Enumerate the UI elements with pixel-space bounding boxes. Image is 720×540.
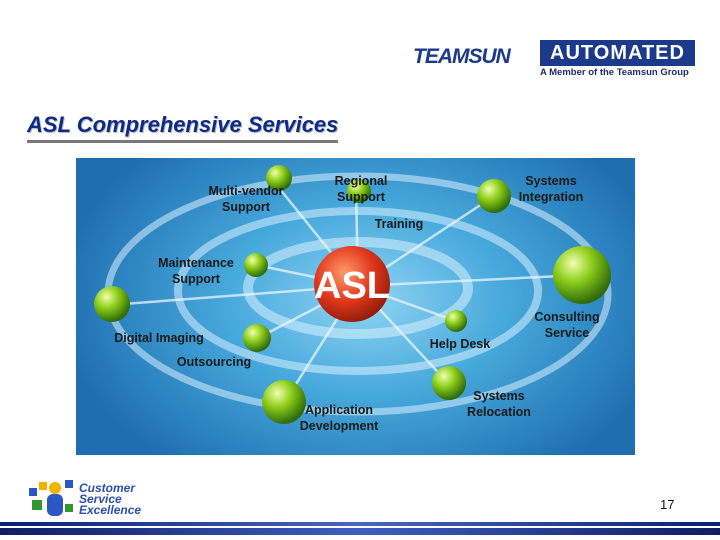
node-sphere [477, 179, 511, 213]
logo-square [65, 504, 73, 512]
footer-bar [0, 528, 720, 535]
logo-tagline: A Member of the Teamsun Group [540, 67, 689, 78]
logo-square [32, 500, 42, 510]
person-icon [47, 494, 63, 516]
node-label-digital-imaging: Digital Imaging [114, 331, 204, 345]
page-number: 17 [660, 497, 675, 512]
node-sphere [553, 246, 611, 304]
asl-center-label: ASL [314, 265, 390, 307]
orbit-graphic: ASL [94, 165, 612, 424]
logo-square [65, 480, 73, 488]
node-sphere [445, 310, 467, 332]
logo-square [39, 482, 47, 490]
teamsun-logo: TEAMSUN [413, 45, 511, 68]
logo-square [29, 488, 37, 496]
customer-service-excellence-logo [29, 480, 73, 516]
node-sphere [432, 366, 466, 400]
node-label-consulting-service: Consulting Service [534, 310, 600, 340]
node-sphere [266, 165, 292, 191]
node-label-training: Training [374, 217, 424, 231]
node-label-maintenance-support: Maintenance Support [158, 256, 234, 286]
services-diagram: ASL Multi-vendor Support Regional Suppor… [76, 158, 635, 455]
footer-bar [0, 522, 720, 526]
slide-title: ASL Comprehensive Services [27, 112, 339, 143]
node-label-systems-relocation: Systems Relocation [467, 389, 531, 419]
asl-center-circle [314, 246, 390, 322]
customer-service-excellence-text: Customer Service Excellence [79, 481, 142, 517]
node-label-systems-integration: Systems Integration [518, 174, 584, 204]
spoke [357, 273, 583, 288]
automated-logo-text: AUTOMATED [550, 42, 685, 64]
node-label-application-development: Application Development [299, 403, 379, 433]
node-label-multi-vendor-support: Multi-vendor Support [208, 184, 284, 214]
automated-logo: AUTOMATED [540, 40, 695, 66]
orbit-ring [174, 207, 542, 375]
node-sphere [262, 380, 306, 424]
node-sphere [94, 286, 130, 322]
node-sphere [243, 324, 271, 352]
person-icon [49, 482, 61, 494]
node-sphere [347, 179, 371, 203]
node-sphere [244, 253, 268, 277]
node-label-outsourcing: Outsourcing [176, 355, 252, 369]
node-label-regional-support: Regional Support [334, 174, 388, 204]
node-label-help-desk: Help Desk [429, 337, 491, 351]
